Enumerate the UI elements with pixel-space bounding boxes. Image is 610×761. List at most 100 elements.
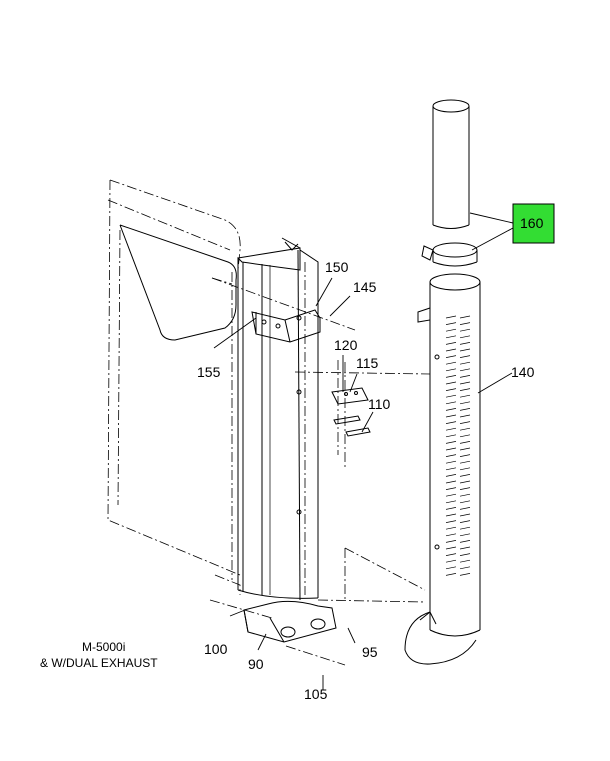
perforation-slot [459,368,471,372]
perforation-slot [445,434,457,438]
shield-perforations [445,315,471,576]
perforation-slot [459,421,471,424]
stack-shield-column [231,237,319,601]
perforation-slot [445,487,457,490]
caption-model: M-5000i [82,640,125,654]
perforation-slot [445,368,457,372]
mounting-plates [294,360,431,470]
perforation-slot [445,441,457,444]
perforation-slot [445,480,457,484]
callout-120: 120 [334,337,358,353]
perforation-slot [459,487,471,490]
perforation-slot [445,559,457,563]
perforation-slot [459,335,471,339]
perforation-slot [459,427,471,431]
perforation-slot [459,566,471,570]
perforation-slot [445,460,457,464]
perforation-slot [445,401,457,405]
perforation-slot [445,335,457,339]
perforation-slot [445,474,457,477]
perforation-slot [459,355,471,358]
leader-lines [213,212,514,690]
perforation-slot [459,322,471,325]
perforation-slot [445,427,457,431]
perforation-slot [459,513,471,517]
perforation-slot [445,533,457,537]
perforation-slot [459,540,471,543]
lower-bracket [209,547,426,666]
callout-110: 110 [368,396,391,412]
exhaust-tube-top [432,99,470,229]
callout-145: 145 [353,279,377,295]
perforation-slot [445,361,457,365]
perforation-slot [459,388,471,391]
perforation-slot [459,559,471,563]
perforation-slot [459,375,471,378]
perforation-slot [445,394,457,398]
perforation-slot [459,507,471,510]
callout-155: 155 [197,364,221,380]
perforation-slot [459,526,471,530]
callout-105: 105 [304,686,328,702]
perforation-slot [445,322,457,325]
perforation-slot [459,328,471,332]
perforation-slot [459,401,471,405]
perforation-slot [445,507,457,510]
perforation-slot [459,480,471,484]
perforation-slot [445,388,457,391]
perforation-slot [459,441,471,444]
callout-140: 140 [511,364,535,380]
caption-variant: & W/DUAL EXHAUST [40,656,158,670]
perforation-slot [459,533,471,537]
perforation-slot [459,414,471,418]
perforation-slot [445,421,457,424]
callout-90: 90 [248,656,264,672]
perforation-slot [445,526,457,530]
perforation-slot [445,375,457,378]
perforation-slot [459,342,471,345]
perforation-slot [445,566,457,570]
perforation-slot [459,408,471,411]
callout-150: 150 [325,259,349,275]
cab-panel-outline [107,179,241,595]
perforation-slot [445,342,457,345]
perforation-slot [459,546,471,550]
perforation-slot [459,447,471,451]
perforation-slot [459,361,471,365]
perforation-slot [459,315,471,319]
callout-100: 100 [204,641,228,657]
clamp [421,242,478,267]
perforation-slot [445,546,457,550]
perforation-slot [445,553,457,556]
callout-95: 95 [362,644,378,660]
perforation-slot [445,467,457,471]
callout-115: 115 [356,355,379,371]
perforation-slot [445,573,457,576]
perforation-slot [445,454,457,457]
upper-bracket [211,277,356,343]
perforation-slot [445,355,457,358]
perforation-slot [445,348,457,352]
perforation-slot [459,394,471,398]
perforation-slot [459,467,471,471]
perforation-slot [459,348,471,352]
exhaust-elbow [404,611,477,665]
perforation-slot [459,474,471,477]
heat-shield-140 [417,273,481,637]
perforation-slot [459,553,471,556]
perforation-slot [445,408,457,411]
perforation-slot [459,493,471,497]
perforation-slot [445,493,457,497]
perforation-slot [445,513,457,517]
perforation-slot [459,434,471,438]
perforation-slot [445,315,457,319]
perforation-slot [459,500,471,504]
perforation-slot [445,500,457,504]
perforation-slot [445,381,457,385]
callout-160-highlight [512,203,555,244]
perforation-slot [459,520,471,523]
perforation-slot [459,573,471,576]
perforation-slot [459,381,471,385]
perforation-slot [459,460,471,464]
